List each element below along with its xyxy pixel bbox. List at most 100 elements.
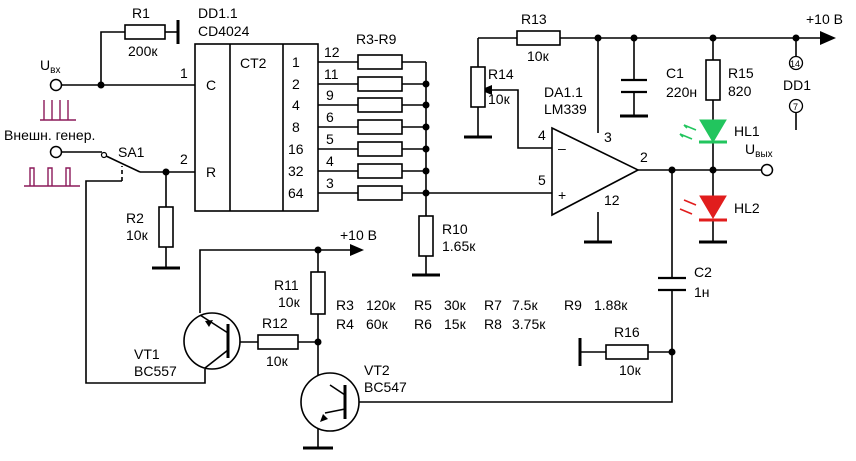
counter-pin-num: 11 bbox=[324, 66, 339, 82]
c1-ref: C1 bbox=[666, 65, 684, 81]
r12-ref: R12 bbox=[262, 315, 288, 331]
vt1-ref: VT1 bbox=[134, 346, 160, 362]
r11-val: 10к bbox=[278, 294, 301, 310]
vt1-part: BC557 bbox=[134, 363, 177, 379]
value-ref: R3 bbox=[336, 297, 354, 313]
value-ref: R7 bbox=[484, 297, 502, 313]
dd1-ref: DD1 bbox=[783, 77, 811, 93]
r1-val: 200к bbox=[128, 43, 158, 59]
value-val: 120к bbox=[366, 297, 396, 313]
r11-ref: R11 bbox=[274, 277, 299, 293]
junctions bbox=[97, 34, 800, 356]
value-val: 3.75к bbox=[512, 316, 546, 332]
value-val: 7.5к bbox=[512, 297, 538, 313]
vt1-transistor bbox=[183, 312, 241, 370]
rbank-body bbox=[357, 141, 403, 157]
vt2-transistor bbox=[300, 372, 360, 432]
input-terminal[interactable] bbox=[49, 78, 63, 92]
terminals bbox=[49, 55, 804, 177]
r12-val: 10к bbox=[266, 353, 289, 369]
counter-weight: 32 bbox=[288, 163, 304, 179]
value-ref: R6 bbox=[414, 316, 432, 332]
comp-non-pin: 5 bbox=[538, 172, 546, 188]
rbank-body bbox=[357, 54, 403, 70]
r13-body bbox=[516, 30, 561, 46]
comp-out-pin: 2 bbox=[640, 149, 648, 165]
r10-ref: R10 bbox=[442, 221, 468, 237]
counter-pin-num: 3 bbox=[326, 175, 334, 191]
value-val: 1.88к bbox=[594, 297, 628, 313]
components bbox=[124, 24, 721, 360]
r14-body bbox=[470, 66, 486, 108]
comp-plus: + bbox=[558, 187, 566, 203]
counter-pin-r: R bbox=[206, 164, 216, 180]
counter-func: CT2 bbox=[240, 55, 267, 71]
counter-weight: 8 bbox=[292, 119, 300, 135]
c2-plates bbox=[658, 276, 686, 292]
r1-body bbox=[124, 24, 166, 40]
vt2-ref: VT2 bbox=[364, 362, 390, 378]
r13-val: 10к bbox=[527, 48, 550, 64]
r11-body bbox=[310, 271, 326, 315]
counter-part: CD4024 bbox=[198, 23, 250, 39]
mid-rail-label: +10 В bbox=[340, 227, 377, 243]
supply-arrows bbox=[350, 31, 836, 256]
vt2-part: BC547 bbox=[364, 379, 407, 395]
r13-ref: R13 bbox=[521, 11, 547, 27]
dd1-vdd-pin bbox=[788, 55, 804, 71]
rbank-ref: R3-R9 bbox=[356, 31, 397, 47]
comp-minus: – bbox=[558, 140, 566, 156]
value-ref: R8 bbox=[484, 316, 502, 332]
c1-plates bbox=[621, 78, 647, 94]
counter-output-labels: 1 2 4 8 16 32 64 12 11 9 6 5 4 3 bbox=[288, 44, 340, 201]
comp-inv-pin: 4 bbox=[538, 127, 546, 143]
c1-val: 220н bbox=[666, 84, 697, 100]
resistor-values-table: R3 120к R5 30к R7 7.5к R9 1.88к R4 60к R… bbox=[336, 297, 628, 332]
led-hl2 bbox=[679, 195, 727, 222]
counter-weight: 2 bbox=[292, 76, 300, 92]
ext-gen-label: Внешн. генер. bbox=[4, 127, 95, 143]
ext-gen-pulse-icon bbox=[24, 167, 80, 187]
r10-val: 1.65к bbox=[442, 238, 476, 254]
led-hl1 bbox=[679, 119, 727, 144]
r14-ref: R14 bbox=[488, 66, 514, 82]
counter-weight: 1 bbox=[292, 54, 300, 70]
switch-contact bbox=[100, 151, 108, 159]
value-ref: R9 bbox=[564, 297, 582, 313]
counter-ref: DD1.1 bbox=[198, 5, 238, 21]
ground-symbols bbox=[152, 20, 727, 450]
counter-clk-pin: 1 bbox=[180, 65, 188, 81]
comp-gnd-pin: 12 bbox=[604, 192, 620, 208]
output-terminal[interactable] bbox=[760, 163, 774, 177]
value-val: 60к bbox=[366, 316, 389, 332]
r16-val: 10к bbox=[619, 362, 642, 378]
value-val: 30к bbox=[444, 297, 467, 313]
rbank-body bbox=[357, 97, 403, 113]
dd1-vdd-num: 14 bbox=[790, 59, 800, 69]
r10-body bbox=[418, 215, 434, 257]
rbank-body bbox=[357, 76, 403, 92]
counter-pin-num: 9 bbox=[326, 87, 334, 103]
ext-gen-terminal[interactable] bbox=[49, 145, 63, 159]
c2-val: 1н bbox=[694, 284, 710, 300]
r2-body bbox=[158, 206, 174, 248]
counter-pin-num: 12 bbox=[324, 44, 340, 60]
comp-part: LM339 bbox=[544, 101, 587, 117]
labels: Uвх Внешн. генер. SA1 R1 200к R2 10к DD1… bbox=[4, 5, 843, 395]
r2-ref: R2 bbox=[126, 210, 144, 226]
value-ref: R4 bbox=[336, 316, 354, 332]
top-rail-label: +10 В bbox=[806, 11, 843, 27]
counter-pin-num: 4 bbox=[326, 153, 334, 169]
r14-val: 10к bbox=[488, 91, 511, 107]
counter-pin-num: 5 bbox=[326, 131, 334, 147]
hl2-ref: HL2 bbox=[734, 200, 760, 216]
counter-pin-num: 6 bbox=[326, 109, 334, 125]
r12-body bbox=[257, 334, 299, 350]
value-ref: R5 bbox=[414, 297, 432, 313]
output-label: Uвых bbox=[745, 141, 773, 160]
value-val: 15к bbox=[444, 316, 467, 332]
comparator-body bbox=[551, 126, 640, 217]
switch-label: SA1 bbox=[118, 144, 145, 160]
dd1-vss-num: 7 bbox=[793, 102, 798, 112]
c2-ref: C2 bbox=[694, 264, 712, 280]
